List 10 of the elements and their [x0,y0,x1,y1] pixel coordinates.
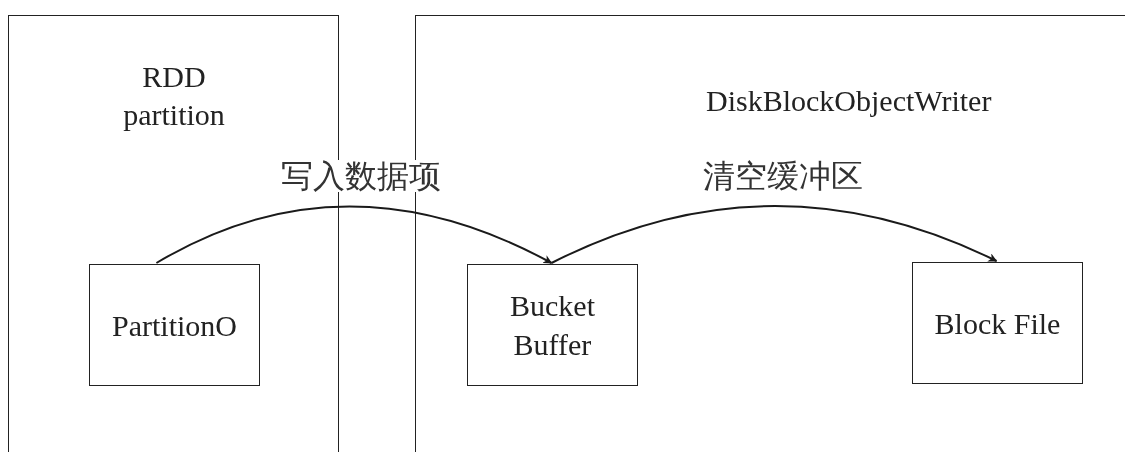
process-box [912,262,1083,384]
process-box [89,264,260,386]
panel-title: RDD partition [122,59,226,133]
curved-arrow [550,205,998,264]
box-label: Bucket Buffer [509,288,596,363]
curved-arrow [155,205,553,264]
box-label: Block File [933,305,1062,342]
panel-title: DiskBlockObjectWriter [706,83,992,119]
process-box [467,264,638,386]
box-label: PartitionO [111,307,238,344]
